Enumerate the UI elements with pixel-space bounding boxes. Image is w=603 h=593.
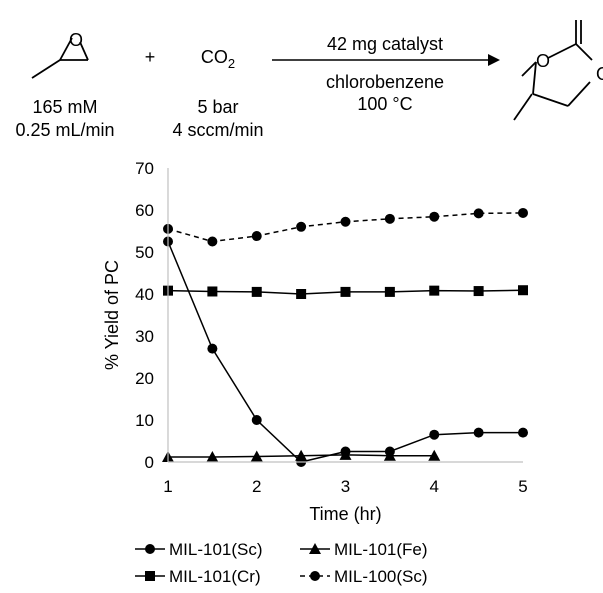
x-axis-label: Time (hr): [309, 504, 381, 524]
co2-flow-rate: 4 sccm/min: [172, 120, 263, 140]
product-oxygen-label-1: O: [536, 51, 550, 71]
y-tick-label: 10: [135, 411, 154, 430]
y-tick-label: 40: [135, 285, 154, 304]
yield-chart: 0 10 20 30 40 50 60 70 1 2 3 4 5 % Yield of PC Time…: [102, 159, 528, 524]
data-point: [250, 450, 263, 462]
x-tick-label: 2: [252, 477, 261, 496]
product-oxygen-label-2: O: [596, 64, 603, 84]
reactant-concentration: 165 mM: [32, 97, 97, 117]
data-point: [429, 211, 440, 222]
legend: MIL-101(Sc) MIL-101(Fe) MIL-101(Cr) MIL-100…: [135, 540, 428, 586]
data-point: [473, 427, 484, 438]
data-point: [518, 285, 528, 296]
y-tick-label: 60: [135, 201, 154, 220]
reactant-flow-rate: 0.25 mL/min: [15, 120, 114, 140]
legend-label: MIL-101(Cr): [169, 567, 261, 586]
catalyst-label: 42 mg catalyst: [327, 34, 443, 54]
legend-swatch-marker: [309, 543, 321, 554]
legend-label: MIL-101(Fe): [334, 540, 428, 559]
plus-sign: +: [145, 47, 156, 67]
data-point: [428, 449, 441, 461]
co2-formula: CO2: [201, 47, 235, 71]
data-point: [295, 449, 308, 461]
series-mil-101-sc-: [163, 236, 528, 467]
x-tick-label: 5: [518, 477, 527, 496]
data-point: [473, 208, 484, 219]
series-layer: [162, 207, 528, 467]
data-point: [340, 216, 351, 227]
propylene-oxide-structure: [31, 37, 89, 79]
series-line: [167, 241, 523, 463]
y-tick-labels: 0 10 20 30 40 50 60 70: [135, 159, 154, 472]
temperature-label: 100 °C: [357, 94, 412, 114]
y-tick-label: 50: [135, 243, 154, 262]
data-point: [207, 236, 218, 247]
series-mil-101-fe-: [162, 448, 441, 462]
data-point: [251, 231, 262, 242]
legend-label: MIL-101(Sc): [169, 540, 263, 559]
legend-swatch-marker: [145, 571, 155, 581]
series-mil-101-cr-: [163, 285, 528, 299]
data-point: [251, 415, 262, 425]
epoxide-oxygen-label: O: [69, 30, 83, 50]
data-point: [384, 286, 395, 297]
legend-item: MIL-101(Fe): [300, 540, 428, 559]
data-point: [340, 286, 351, 297]
data-point: [296, 289, 307, 299]
y-tick-label: 0: [145, 453, 154, 472]
data-point: [296, 221, 307, 232]
y-axis-label: % Yield of PC: [102, 260, 122, 370]
data-point: [339, 448, 352, 460]
reaction-scheme: O 165 mM 0.25 mL/min + CO2 5 bar 4 sccm/…: [15, 20, 603, 140]
data-point: [206, 450, 219, 462]
legend-item: MIL-101(Sc): [135, 540, 263, 559]
data-point: [383, 449, 396, 461]
data-point: [207, 286, 218, 297]
data-point: [207, 343, 218, 354]
x-tick-label: 4: [430, 477, 439, 496]
data-point: [429, 285, 440, 296]
solvent-label: chlorobenzene: [326, 72, 444, 92]
data-point: [518, 427, 528, 438]
legend-swatch-marker: [145, 544, 155, 554]
legend-label: MIL-100(Sc): [334, 567, 428, 586]
legend-item: MIL-101(Cr): [135, 567, 261, 586]
series-mil-100-sc-: [163, 207, 528, 247]
x-tick-label: 1: [163, 477, 172, 496]
legend-item: MIL-100(Sc): [300, 567, 428, 586]
data-point: [251, 286, 262, 297]
x-tick-labels: 1 2 3 4 5: [163, 477, 527, 496]
reaction-arrowhead: [488, 54, 500, 66]
y-tick-label: 30: [135, 327, 154, 346]
y-tick-label: 70: [135, 159, 154, 178]
co2-pressure: 5 bar: [197, 97, 238, 117]
data-point: [518, 207, 528, 218]
propylene-carbonate-structure: [513, 20, 593, 121]
data-point: [429, 429, 440, 440]
data-point: [473, 286, 484, 297]
x-tick-label: 3: [341, 477, 350, 496]
legend-swatch-marker: [310, 571, 320, 581]
data-point: [384, 213, 395, 224]
y-tick-label: 20: [135, 369, 154, 388]
